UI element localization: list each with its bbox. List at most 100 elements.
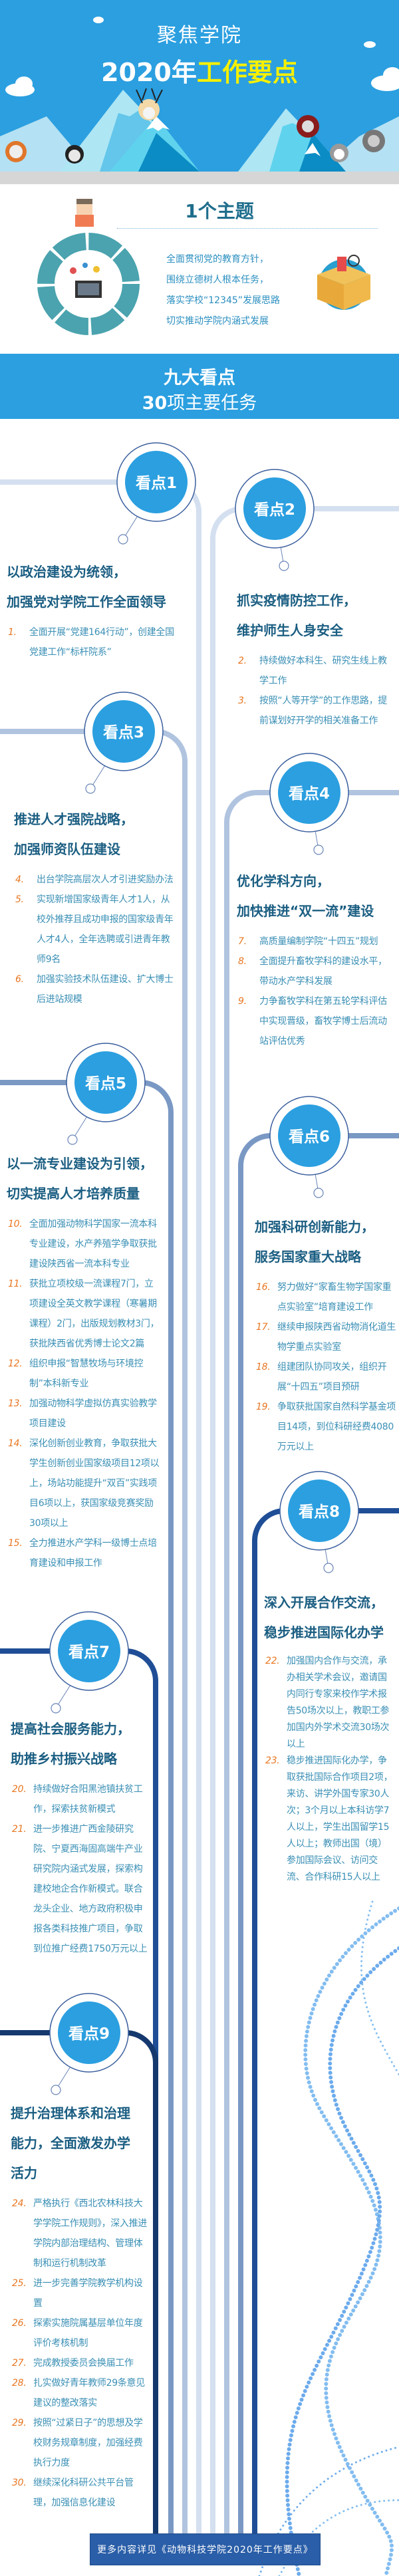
task-text: 进一步推进广西金陵研究院、宁夏西海固高端牛产业研究院内涵式发展，探索构建校地企合… <box>33 1824 148 1954</box>
task-text: 持续做好合阳黑池镇扶贫工作，探索扶贫新模式 <box>33 1784 143 1815</box>
task-item: 25.进一步完善学院教学机构设置 <box>11 2273 152 2313</box>
task-item: 12.组织申报“智慧牧场与环境控制”本科新专业 <box>7 1354 162 1394</box>
task-number: 28. <box>12 2378 27 2388</box>
section-heading: 加强党对学院工作全面领导 <box>7 594 166 610</box>
highlight-badge-1: 看点1 <box>116 442 196 545</box>
section-heading: 助推乡村振兴战略 <box>11 1751 117 1767</box>
task-count: 30 <box>142 393 168 414</box>
dna-helix-icon <box>258 1900 399 2576</box>
task-text: 加强动物科学虚拟仿真实验教学项目建设 <box>29 1398 157 1429</box>
donut-chart-icon <box>37 233 140 335</box>
task-text: 争取获批国家自然科学基金项目14项，到位科研经费4080万元以上 <box>277 1402 396 1452</box>
highlight-section-1: 以政治建设为统领， 加强党对学院工作全面领导 1.全面开展“党建164行动”，创建全… <box>7 557 181 662</box>
section-heading: 加快推进“双一流”建设 <box>237 903 374 919</box>
task-text: 按照“过紧日子”的思想及学校财务规章制度，加强经费执行力度 <box>33 2418 143 2468</box>
task-number: 18. <box>256 1362 271 1372</box>
highlight-badge-7: 看点7 <box>49 1611 129 1714</box>
connector-node-icon <box>323 1563 334 1573</box>
task-item: 16.努力做好“家畜生物学国家重点实验室”培育建设工作 <box>255 1277 397 1317</box>
highlight-label: 看点6 <box>289 1128 330 1146</box>
highlight-label: 看点7 <box>68 1644 110 1661</box>
section-heading: 切实提高人才培养质量 <box>7 1186 140 1202</box>
task-item: 6.加强实验技术队伍建设、扩大博士后进站规模 <box>14 969 175 1009</box>
timeline-stripe <box>238 1133 399 2533</box>
task-number: 23. <box>265 1755 280 1766</box>
task-text: 加强国内合作与交流，承办相关学术会议，邀请国内同行专家来校作学术报告50场次以上… <box>287 1656 390 1749</box>
task-number: 22. <box>265 1656 280 1666</box>
connector-node-icon <box>85 783 96 794</box>
task-item: 13. 加强动物科学虚拟仿真实验教学项目建设 <box>7 1394 162 1434</box>
task-text: 持续做好本科生、研究生线上教学工作 <box>259 656 387 686</box>
person-icon <box>75 199 94 227</box>
task-item: 3.按照“人等开学”的工作思路，提前谋划好开学的相关准备工作 <box>237 691 395 731</box>
task-text: 按照“人等开学”的工作思路，提前谋划好开学的相关准备工作 <box>259 696 388 726</box>
highlight-section-7: 提高社会服务能力， 助推乡村振兴战略 20. 持续做好合阳黑池镇扶贫工作，探索扶贫新模… <box>11 1714 152 1959</box>
task-item: 26. 探索实施院属基层单位年度评价考核机制 <box>11 2313 152 2353</box>
highlight-badge-2: 看点2 <box>235 469 315 571</box>
highlight-label: 看点3 <box>103 724 144 741</box>
section-heading: 服务国家重大战略 <box>255 1249 361 1265</box>
highlight-label: 看点8 <box>299 1503 340 1521</box>
connector-node-icon <box>313 1188 324 1198</box>
highlight-badge-5: 看点5 <box>66 1043 146 1145</box>
header-subtitle: 聚焦学院 <box>157 24 242 47</box>
laptop-icon <box>70 263 102 298</box>
task-item: 10.全面加强动物科学国家一流本科专业建设，水产养殖学争取获批建设陕西省一流本科… <box>7 1214 162 1274</box>
task-text: 努力做好“家畜生物学国家重点实验室”培育建设工作 <box>277 1282 392 1313</box>
theme-text: 全面贯彻党的教育方针， 围绕立德树人根本任务， 落实学校“12345”发展思路 … <box>166 249 313 332</box>
section-heading: 加强师资队伍建设 <box>14 841 120 857</box>
task-number: 25. <box>12 2278 27 2289</box>
task-number: 26. <box>12 2318 27 2329</box>
task-number: 19. <box>256 1402 271 1412</box>
task-number: 20. <box>12 1784 27 1795</box>
task-number: 5. <box>15 894 24 905</box>
task-item: 21.进一步推进广西金陵研究院、宁夏西海固高端牛产业研究院内涵式发展，探索构建校… <box>11 1819 152 1959</box>
task-item: 7.高质量编制学院“十四五”规划 <box>237 932 395 952</box>
task-text: 组建团队协同攻关，组织开展“十四五”项目预研 <box>277 1362 387 1392</box>
task-text: 深化创新创业教育，争取获批大学生创新创业国家级项目12项以上，场站功能提升“双百… <box>29 1438 160 1529</box>
highlight-label: 看点1 <box>136 475 177 492</box>
section-heading: 提高社会服务能力， <box>11 1721 130 1737</box>
task-text: 加强实验技术队伍建设、扩大博士后进站规模 <box>37 974 174 1005</box>
highlight-badge-6: 看点6 <box>269 1096 349 1198</box>
theme-divider <box>117 228 378 229</box>
highlight-badge-8: 看点8 <box>279 1471 359 1573</box>
highlight-badge-3: 看点3 <box>84 692 164 794</box>
task-number: 27. <box>12 2358 27 2369</box>
task-text: 全力推进水产学科一级博士点培育建设和申报工作 <box>29 1538 157 1569</box>
section-heading: 以政治建设为统领， <box>7 564 126 580</box>
task-number: 13. <box>8 1398 23 1409</box>
task-item: 1.全面开展“党建164行动”，创建全国党建工作“标杆院系” <box>7 622 181 662</box>
task-text: 实现新增国家级青年人才1人，从校外推荐且成功申报的国家级青年人才4人，全年选聘或… <box>37 894 174 965</box>
task-item: 22. 加强国内合作与交流，承办相关学术会议，邀请国内同行专家来校作学术报告50场… <box>264 1653 396 1753</box>
nine-highlights-banner: 九大看点 30项主要任务 <box>0 354 399 419</box>
connector-node-icon <box>279 561 289 571</box>
task-item: 5. 实现新增国家级青年人才1人，从校外推荐且成功申报的国家级青年人才4人，全年选… <box>14 890 175 969</box>
task-list: 24.严格执行《西北农林科技大学学院工作规则》，深入推进学院内部治理结构、管理体… <box>11 2194 152 2513</box>
theme-line-1: 全面贯彻党的教育方针， <box>166 254 269 265</box>
task-list: 10.全面加强动物科学国家一流本科专业建设，水产养殖学争取获批建设陕西省一流本科… <box>7 1214 162 1573</box>
task-item: 28. 扎实做好青年教师29条意见建议的整改落实 <box>11 2373 152 2413</box>
task-item: 9.力争畜牧学科在第五轮学科评估中实现晋级，畜牧学博士后流动站评估优秀 <box>237 991 395 1051</box>
cloud-icon <box>5 17 399 96</box>
task-text: 探索实施院属基层单位年度评价考核机制 <box>33 2318 143 2349</box>
task-item: 2. 持续做好本科生、研究生线上教学工作 <box>237 651 395 691</box>
task-text: 获批立项校级一流课程7门，立项建设全英文教学课程（寒暑期课程）2门，出版规划教材… <box>29 1279 160 1349</box>
task-text: 完成教授委员会换届工作 <box>33 2358 134 2369</box>
task-text: 严格执行《西北农林科技大学学院工作规则》，深入推进学院内部治理结构、管理体制和运… <box>33 2198 148 2269</box>
toolbox-icon <box>317 255 370 310</box>
task-text: 组织申报“智慧牧场与环境控制”本科新专业 <box>29 1358 144 1389</box>
task-number: 2. <box>238 656 247 666</box>
task-item: 18. 组建团队协同攻关，组织开展“十四五”项目预研 <box>255 1357 397 1397</box>
task-number: 8. <box>238 956 247 967</box>
task-text: 扎实做好青年教师29条意见建议的整改落实 <box>33 2378 145 2408</box>
task-item: 20. 持续做好合阳黑池镇扶贫工作，探索扶贫新模式 <box>11 1779 152 1819</box>
section-heading: 能力，全面激发办学 <box>11 2135 130 2151</box>
task-text: 力争畜牧学科在第五轮学科评估中实现晋级，畜牧学博士后流动站评估优秀 <box>259 996 387 1047</box>
task-list: 20. 持续做好合阳黑池镇扶贫工作，探索扶贫新模式 21.进一步推进广西金陵研究院、… <box>11 1779 152 1959</box>
task-item: 27. 完成教授委员会换届工作 <box>11 2353 152 2373</box>
